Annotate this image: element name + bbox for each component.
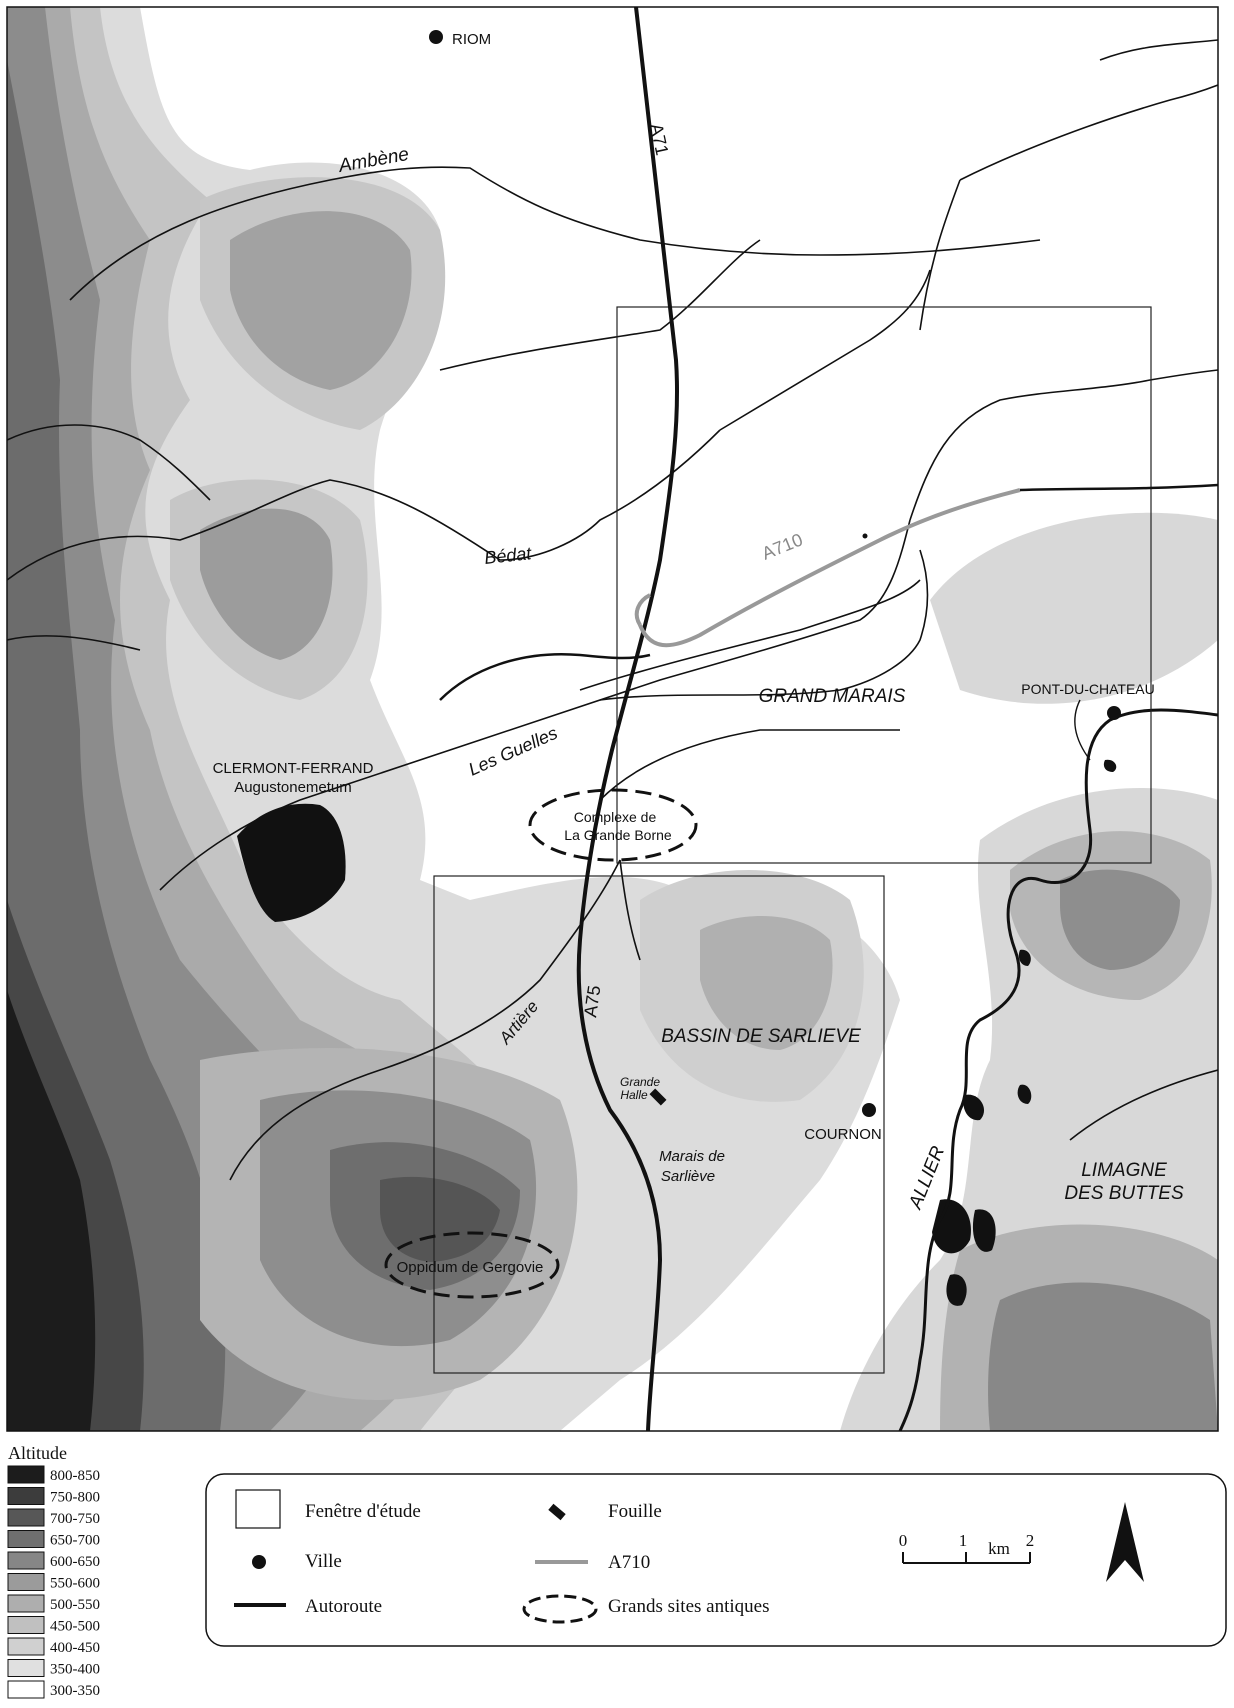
river-south-marais [599, 729, 900, 801]
highway-east [1019, 483, 1218, 492]
label-clermont-2: Augustonemetum [234, 779, 352, 796]
legend-grands-sites: Grands sites antiques [608, 1596, 769, 1617]
label-marais-2: Sarliève [661, 1168, 715, 1185]
label-bedat: Bédat [483, 543, 533, 568]
town-dot-pont-du-chateau [1107, 706, 1121, 720]
river-bedat [7, 429, 721, 581]
north-arrow-icon [1106, 1502, 1144, 1582]
altitude-swatch [7, 1487, 45, 1505]
legend-ville: Ville [305, 1551, 342, 1572]
scale-one: 1 [959, 1531, 968, 1550]
altitude-swatch [7, 1680, 45, 1699]
altitude-label: 750-800 [50, 1490, 100, 1506]
label-marais-1: Marais de [659, 1148, 725, 1165]
terrain [7, 7, 1218, 1431]
altitude-swatch [7, 1594, 45, 1613]
scale-bar: 0 1 km 2 [899, 1531, 1035, 1564]
fouille-mark [649, 1088, 667, 1106]
highway-a71-a75 [576, 7, 680, 1431]
legend-a710: A710 [608, 1552, 650, 1573]
highways [439, 7, 1218, 1431]
label-limagne-2: DES BUTTES [1064, 1183, 1184, 1204]
site-ellipse-grande-borne [528, 788, 698, 862]
altitude-legend: Altitude 800-850 750-800 700-750 650-700 600… [7, 1443, 100, 1699]
altitude-classes: 800-850 750-800 700-750 650-700 600-650 550-6… [7, 1465, 100, 1699]
scale-two: 2 [1026, 1531, 1035, 1550]
label-grande-halle-2: Halle [620, 1088, 648, 1102]
town-dot-riom [429, 30, 443, 44]
label-grand-marais: GRAND MARAIS [759, 686, 906, 707]
label-riom: RIOM [452, 31, 491, 48]
scale-unit: km [988, 1539, 1010, 1558]
altitude-swatch [7, 1530, 45, 1548]
highway-west-road [439, 653, 651, 701]
label-clermont-1: CLERMONT-FERRAND [213, 760, 374, 777]
label-limagne-1: LIMAGNE [1081, 1160, 1167, 1181]
legend-autoroute: Autoroute [305, 1596, 382, 1617]
clermont-city-shape [237, 803, 346, 922]
scale-zero: 0 [899, 1531, 908, 1550]
river-mid-upper [719, 269, 931, 431]
legend-box: Fenêtre d'étude Ville Autoroute Fouille … [205, 1473, 1227, 1647]
river-east-tributary [1069, 1069, 1218, 1141]
river-small-west2 [7, 635, 141, 651]
legend-frame [205, 1473, 1227, 1647]
legend-symbol-fouille [548, 1503, 566, 1521]
altitude-swatch [7, 1573, 45, 1591]
legend-fouille: Fouille [608, 1501, 662, 1522]
altitude-label: 550-600 [50, 1576, 100, 1592]
label-bassin-de-sarlieve: BASSIN DE SARLIEVE [661, 1026, 861, 1047]
river-les-guelles [159, 519, 911, 891]
altitude-label: 500-550 [50, 1597, 100, 1613]
label-complexe-2: La Grande Borne [564, 827, 672, 843]
study-windows [433, 306, 1152, 1374]
label-pont-du-chateau: PONT-DU-CHATEAU [1021, 681, 1155, 697]
legend-symbol-sites [522, 1594, 598, 1624]
label-cournon: COURNON [804, 1126, 882, 1143]
river-east-branch [959, 84, 1218, 181]
altitude-label: 650-700 [50, 1533, 100, 1549]
small-dot [862, 533, 868, 539]
label-grande-halle-1: Grande [620, 1075, 660, 1089]
label-a75: A75 [580, 984, 604, 1019]
altitude-label: 600-650 [50, 1554, 100, 1570]
altitude-swatch [7, 1659, 45, 1677]
altitude-swatch [7, 1616, 45, 1634]
altitude-label: 300-350 [50, 1683, 100, 1699]
label-complexe-1: Complexe de [574, 809, 657, 825]
label-gergovie: Oppidum de Gergovie [397, 1259, 544, 1276]
highway-a710 [638, 488, 1021, 648]
site-ellipse-gergovie [384, 1231, 560, 1299]
river-allier [898, 708, 1218, 1431]
river-ambene [69, 166, 1041, 301]
altitude-swatch [7, 1508, 45, 1527]
altitude-label: 700-750 [50, 1511, 100, 1527]
river-small-west [7, 424, 211, 501]
legend-symbol-ville [252, 1555, 266, 1569]
river-north-mid [439, 239, 761, 371]
altitude-swatch [7, 1637, 45, 1656]
altitude-swatch [7, 1465, 45, 1484]
town-dot-cournon [862, 1103, 876, 1117]
study-window-south [433, 875, 885, 1374]
river-upper-right [909, 369, 1218, 521]
river-north-branch [1099, 39, 1218, 61]
altitude-label: 350-400 [50, 1662, 100, 1678]
legend-fenetre: Fenêtre d'étude [305, 1501, 421, 1522]
highway-a710-end [634, 593, 652, 627]
study-window-north [616, 306, 1152, 864]
river-small-central [619, 859, 641, 961]
altitude-label: 450-500 [50, 1619, 100, 1635]
altitude-label: 800-850 [50, 1468, 100, 1484]
altitude-legend-title: Altitude [8, 1443, 67, 1463]
altitude-swatch [7, 1551, 45, 1570]
legend-symbol-window [235, 1489, 281, 1529]
river-allier-channel [1074, 699, 1091, 761]
altitude-label: 400-450 [50, 1640, 100, 1656]
map-frame [6, 6, 1219, 1432]
river-grand-marais [599, 549, 929, 701]
